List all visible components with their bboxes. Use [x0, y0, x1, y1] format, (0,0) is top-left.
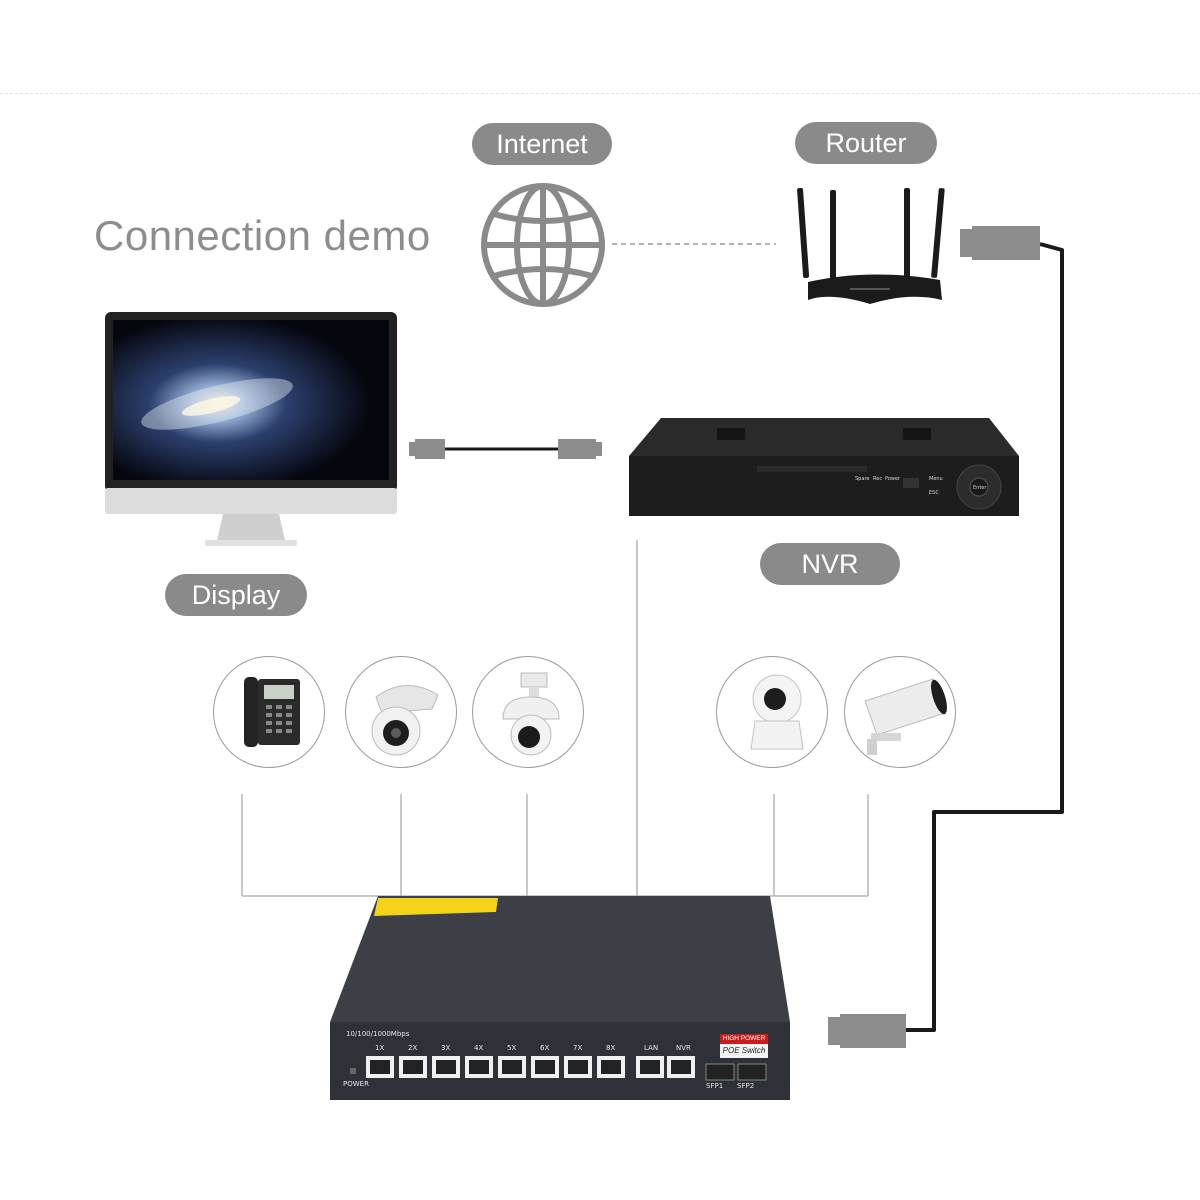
nvr-front-label-spare: Spare [855, 476, 870, 482]
poe-switch [330, 896, 792, 1031]
router-switch-cable [906, 242, 1064, 1032]
nvr-button-menu: Menu [929, 476, 943, 482]
uplink-label-lan: LAN [644, 1044, 659, 1052]
display-connector [409, 439, 445, 459]
display-label: Display [165, 574, 307, 616]
home-camera-icon [716, 656, 828, 768]
port-label-8: 8X [606, 1044, 616, 1052]
switch-ports [350, 1056, 767, 1081]
nvr-front-label-power: Power [885, 476, 901, 482]
port-label-1: 1X [375, 1044, 385, 1052]
switch-connector [828, 1014, 906, 1048]
port-label-6: 6X [540, 1044, 550, 1052]
port-label-5: 5X [507, 1044, 517, 1052]
port-label-4: 4X [474, 1044, 484, 1052]
router [797, 188, 945, 304]
nvr: Spare Rec Power Menu ESC Enter [627, 418, 1019, 523]
router-label: Router [795, 122, 937, 164]
ip-phone-icon [213, 656, 325, 768]
nvr-label: NVR [760, 543, 900, 585]
poe-switch-badge: POE Switch [720, 1044, 768, 1058]
internet-label: Internet [472, 123, 612, 165]
port-label-2: 2X [408, 1044, 418, 1052]
top-divider [0, 93, 1200, 94]
display-monitor [105, 312, 397, 553]
diagram-title: Connection demo [94, 212, 431, 259]
bullet-camera-icon [844, 656, 956, 768]
sfp-label-2: SFP2 [737, 1082, 755, 1090]
nvr-front-label-rec: Rec [873, 476, 883, 482]
high-power-badge: HIGH POWER [720, 1034, 768, 1044]
port-label-7: 7X [573, 1044, 583, 1052]
nvr-connector [558, 439, 602, 459]
nvr-button-esc: ESC [929, 490, 939, 496]
power-label: POWER [343, 1080, 369, 1088]
internet-globe-icon [481, 183, 605, 307]
dome-camera-icon [345, 656, 457, 768]
speed-label: 10/100/1000Mbps [346, 1030, 410, 1038]
router-connector [960, 226, 1040, 260]
ptz-camera-icon [472, 656, 584, 768]
uplink-label-nvr: NVR [676, 1044, 691, 1052]
sfp-label-1: SFP1 [706, 1082, 724, 1090]
nvr-button-enter: Enter [973, 485, 987, 491]
port-label-3: 3X [441, 1044, 451, 1052]
